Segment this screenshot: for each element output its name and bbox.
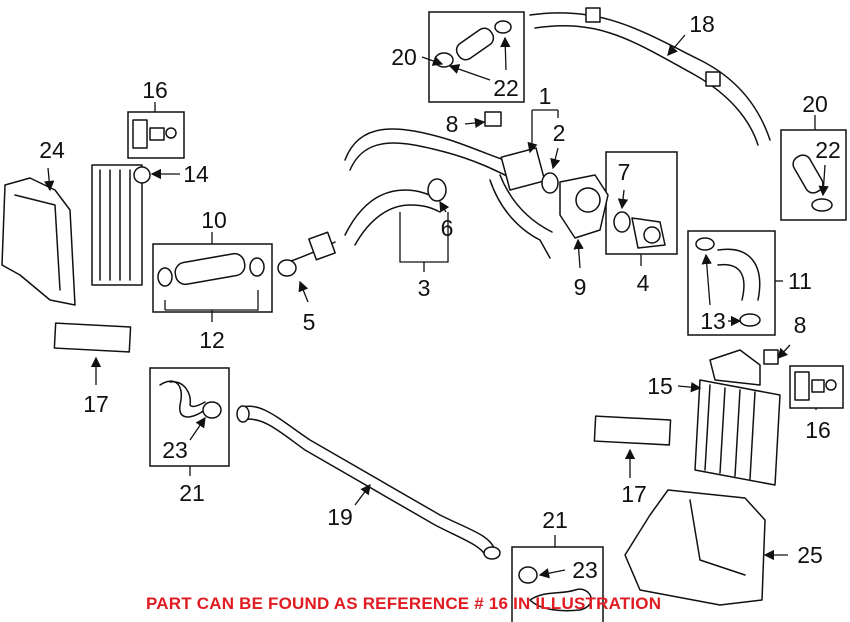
callout-1: 1 [539, 83, 552, 109]
callout-9: 9 [574, 274, 587, 300]
part-7-4-seal-housing [613, 211, 666, 249]
callout-3: 3 [418, 275, 431, 301]
callout-19: 19 [327, 504, 353, 530]
part-24-shroud [1, 177, 76, 306]
callout-23b: 23 [572, 557, 598, 583]
leader-lines [43, 34, 829, 579]
part-23-hose [159, 380, 592, 612]
part-18-pipe [529, 7, 771, 146]
reference-note: PART CAN BE FOUND AS REFERENCE # 16 IN I… [146, 594, 662, 613]
callout-14: 14 [183, 161, 209, 187]
part-9-throttle-body [559, 174, 609, 239]
part-14-intercooler [91, 164, 151, 286]
callout-12: 12 [199, 327, 225, 353]
callout-17: 17 [83, 391, 109, 417]
callout-21: 21 [179, 480, 205, 506]
callout-13: 13 [700, 308, 726, 334]
part-16-bracket [132, 119, 837, 401]
callout-10: 10 [201, 207, 227, 233]
callout-2: 2 [553, 120, 566, 146]
part-15-intercooler [694, 349, 781, 486]
callout-21b: 21 [542, 507, 568, 533]
part-20-22-hose-clamps [434, 20, 833, 212]
callout-22b: 22 [815, 137, 841, 163]
callout-20: 20 [391, 44, 417, 70]
part-10-12-hose [157, 252, 265, 287]
callout-20b: 20 [802, 91, 828, 117]
part-19-pipe [236, 405, 501, 560]
callout-24: 24 [39, 137, 65, 163]
callout-25: 25 [797, 542, 823, 568]
callout-11: 11 [788, 268, 812, 294]
callout-17b: 17 [621, 481, 647, 507]
part-1-pipe-assembly [344, 111, 559, 259]
callout-7: 7 [618, 159, 631, 185]
callout-4: 4 [637, 270, 650, 296]
callout-6: 6 [441, 215, 454, 241]
part-17-plate [53, 322, 672, 446]
callout-16b: 16 [805, 417, 831, 443]
callout-5: 5 [303, 309, 316, 335]
part-3-6-5-pipes [277, 178, 447, 277]
callout-numbers: 20 22 18 1 2 8 16 24 14 10 7 20 22 6 3 9… [39, 11, 841, 583]
callout-8: 8 [446, 111, 459, 137]
part-25-shroud [624, 489, 766, 606]
callout-18: 18 [689, 11, 715, 37]
callout-22: 22 [493, 75, 519, 101]
callout-23: 23 [162, 437, 188, 463]
callout-15: 15 [647, 373, 673, 399]
callout-16: 16 [142, 77, 168, 103]
callout-8b: 8 [794, 312, 807, 338]
part-11-13-hose [695, 237, 761, 327]
